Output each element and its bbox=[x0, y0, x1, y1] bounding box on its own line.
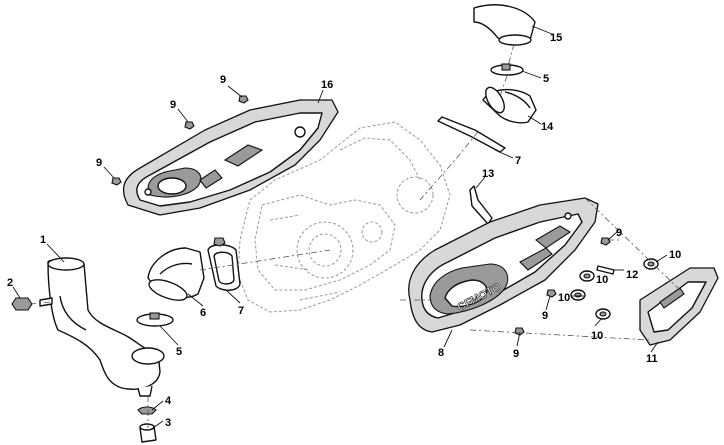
callout-10-a: 10 bbox=[669, 249, 681, 261]
cvt-inner-cover-part-16 bbox=[122, 99, 339, 216]
callout-5-lower: 5 bbox=[176, 346, 182, 358]
grommet-part-10-d bbox=[595, 308, 611, 320]
bolt-part-9-d bbox=[600, 237, 611, 246]
callout-10-c: 10 bbox=[596, 274, 608, 286]
bolt-part-12 bbox=[596, 265, 615, 275]
callout-9-e: 9 bbox=[542, 310, 548, 322]
grommet-part-10-c bbox=[570, 289, 586, 301]
cvt-outer-cover-part-8: CFMOTO bbox=[408, 197, 599, 333]
callout-11: 11 bbox=[646, 353, 658, 365]
gasket-part-7-lower bbox=[207, 244, 241, 291]
callout-3: 3 bbox=[165, 417, 171, 429]
callout-4: 4 bbox=[165, 395, 172, 407]
intake-tube-part-1 bbox=[47, 257, 165, 397]
callout-leader-lines bbox=[12, 25, 668, 431]
callout-7-lower: 7 bbox=[238, 305, 244, 317]
assembly-center-lines bbox=[29, 43, 681, 428]
grommet-part-10-b bbox=[579, 270, 595, 282]
drain-clip-part-4 bbox=[137, 406, 157, 415]
callout-8: 8 bbox=[438, 347, 444, 359]
callout-15: 15 bbox=[550, 32, 562, 44]
hose-clamp-part-5-lower bbox=[136, 312, 174, 327]
bolt-part-9-b bbox=[184, 121, 195, 130]
bolt-part-9-e bbox=[546, 289, 557, 298]
intake-boot-part-6 bbox=[147, 247, 205, 301]
callout-9-c: 9 bbox=[96, 157, 102, 169]
callout-9-a: 9 bbox=[220, 74, 226, 86]
clip-part-7-top bbox=[213, 237, 226, 247]
callout-7-upper: 7 bbox=[515, 155, 521, 167]
callout-1: 1 bbox=[40, 234, 46, 246]
callout-labels: 1 2 3 4 5 6 7 9 9 9 16 15 5 14 7 13 8 9 … bbox=[7, 32, 681, 429]
callout-12: 12 bbox=[626, 269, 638, 281]
grommet-part-10-a bbox=[643, 258, 659, 270]
bolt-part-9-a bbox=[238, 95, 249, 104]
intake-elbow-part-14 bbox=[482, 86, 537, 124]
callout-6: 6 bbox=[200, 307, 206, 319]
callout-9-f: 9 bbox=[513, 348, 519, 360]
callout-14: 14 bbox=[541, 121, 554, 133]
callout-16: 16 bbox=[321, 79, 333, 91]
gasket-part-7-upper bbox=[437, 116, 506, 153]
callout-10-d: 10 bbox=[591, 330, 603, 342]
callout-10-b: 10 bbox=[558, 292, 570, 304]
air-duct-part-15 bbox=[473, 4, 536, 46]
bolt-part-9-c bbox=[111, 177, 122, 186]
callout-9-b: 9 bbox=[170, 99, 176, 111]
callout-2: 2 bbox=[7, 277, 13, 289]
engine-crankcase-ghost bbox=[237, 121, 451, 313]
side-panel-part-11 bbox=[639, 267, 719, 346]
callout-5-upper: 5 bbox=[543, 73, 549, 85]
callout-9-d: 9 bbox=[616, 227, 622, 239]
hose-clamp-part-5-upper bbox=[490, 63, 524, 76]
bracket-part-13 bbox=[469, 185, 493, 225]
callout-13: 13 bbox=[482, 168, 494, 180]
